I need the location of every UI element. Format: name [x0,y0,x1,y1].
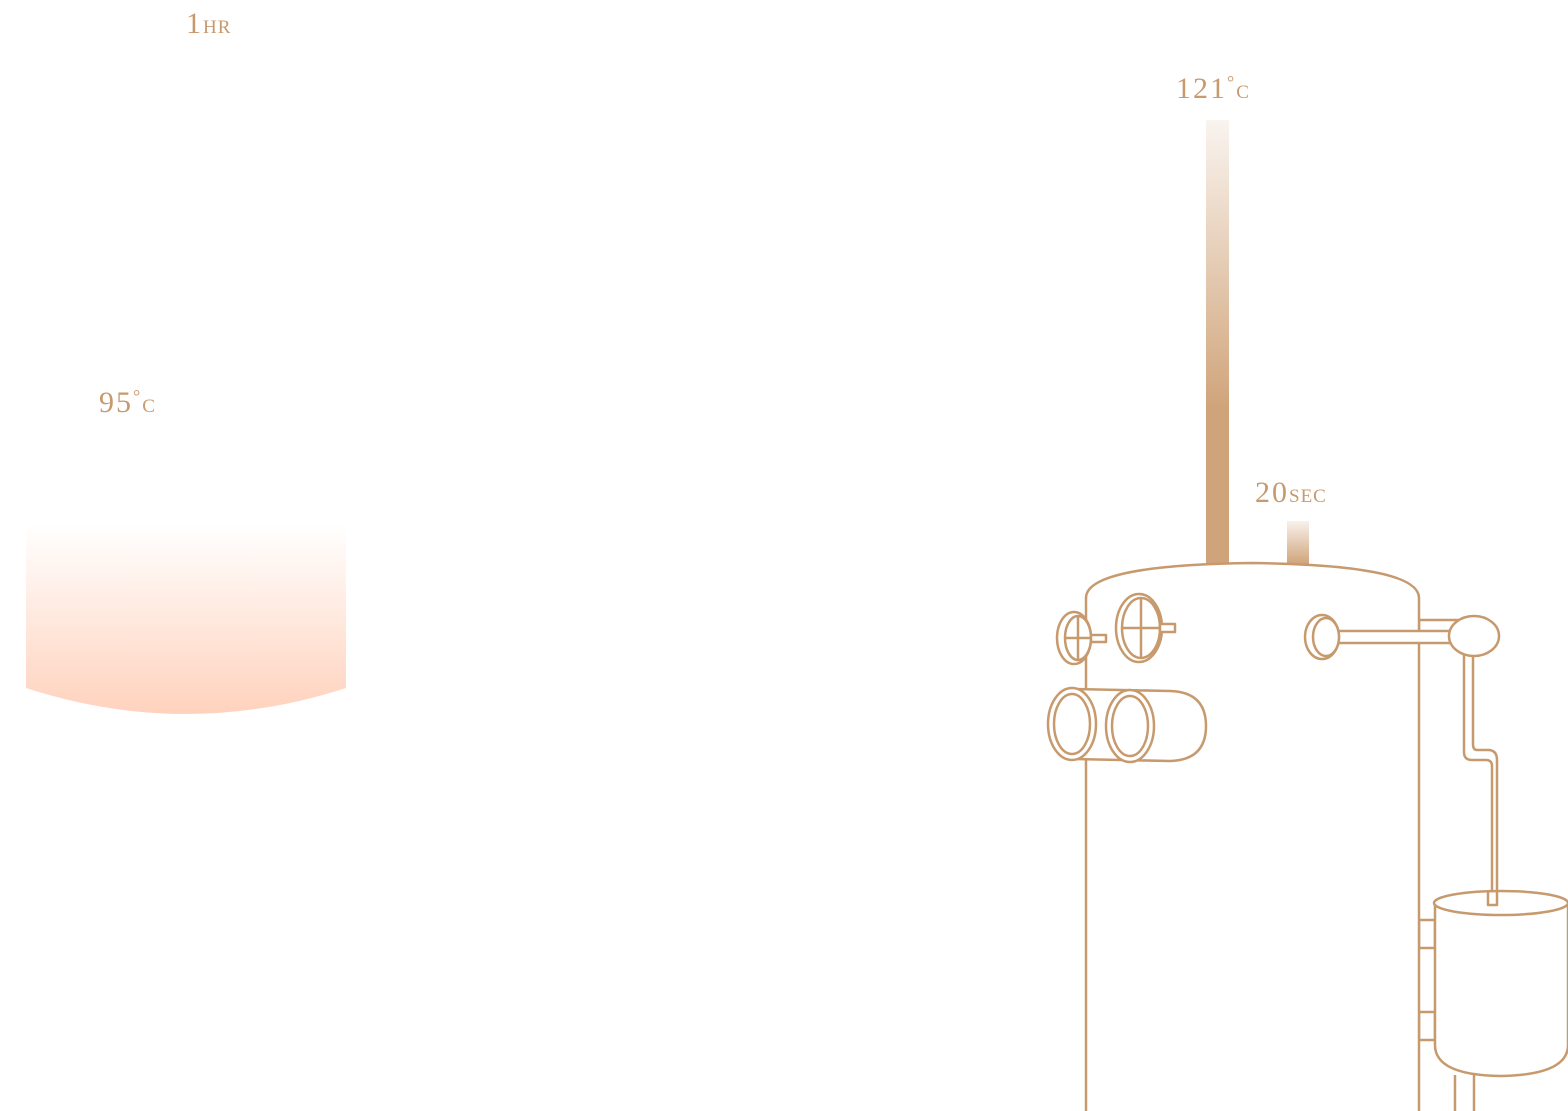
left-time-value: 1 [186,7,203,40]
right-degree-symbol: ° [1227,72,1237,92]
left-temperature-value: 95 [99,386,133,419]
left-time-unit: HR [203,17,232,38]
retort-machine-icon [1046,561,1568,1111]
left-time-label: 1HR [186,9,231,39]
right-temperature-unit: C [1236,82,1250,103]
temperature-bar [1206,120,1229,564]
right-time-unit: SEC [1289,486,1327,507]
heated-vat-glow-icon [26,525,346,714]
left-temperature-unit: C [142,396,156,417]
right-time-value: 20 [1255,476,1289,509]
right-time-label: 20SEC [1255,478,1327,508]
right-temperature-label: 121°C [1176,73,1250,104]
time-bar [1287,521,1309,564]
left-temperature-label: 95°C [99,387,156,418]
left-degree-symbol: ° [133,386,143,406]
right-temperature-value: 121 [1176,72,1227,105]
